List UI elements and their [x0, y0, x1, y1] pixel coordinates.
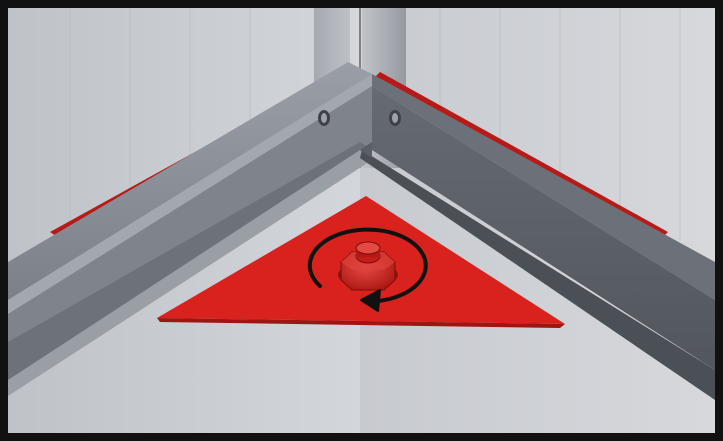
- assembly-illustration: [0, 0, 723, 441]
